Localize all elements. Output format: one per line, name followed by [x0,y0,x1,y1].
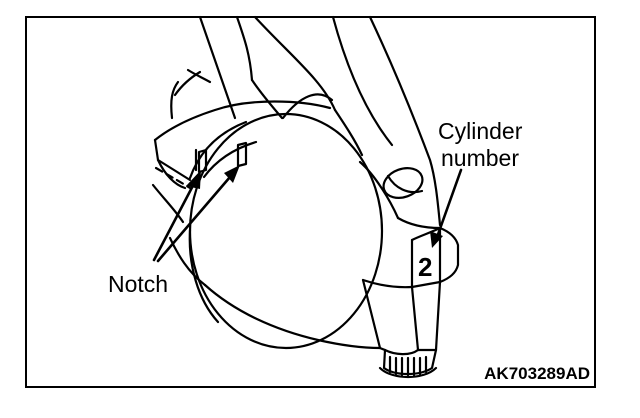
oil-hole [382,167,424,199]
figure-code: AK703289AD [484,364,590,383]
notch-leaders [152,168,238,263]
bearing-bore [188,112,384,350]
cylinder-number-label-line1: Cylinder [438,118,523,144]
cylinder-number-arrowhead [430,231,443,248]
cylinder-number-stamp: 2 [418,252,433,282]
parting-line [154,166,192,190]
cylinder-number-leader [434,168,463,242]
notch-label: Notch [108,271,169,297]
cap-bolt [378,348,438,378]
rod-shank [170,15,442,227]
big-end-housing [151,100,460,356]
cylinder-number-label-line2: number [441,145,519,171]
figure-frame [25,16,596,388]
notch-arrowheads [186,165,240,189]
